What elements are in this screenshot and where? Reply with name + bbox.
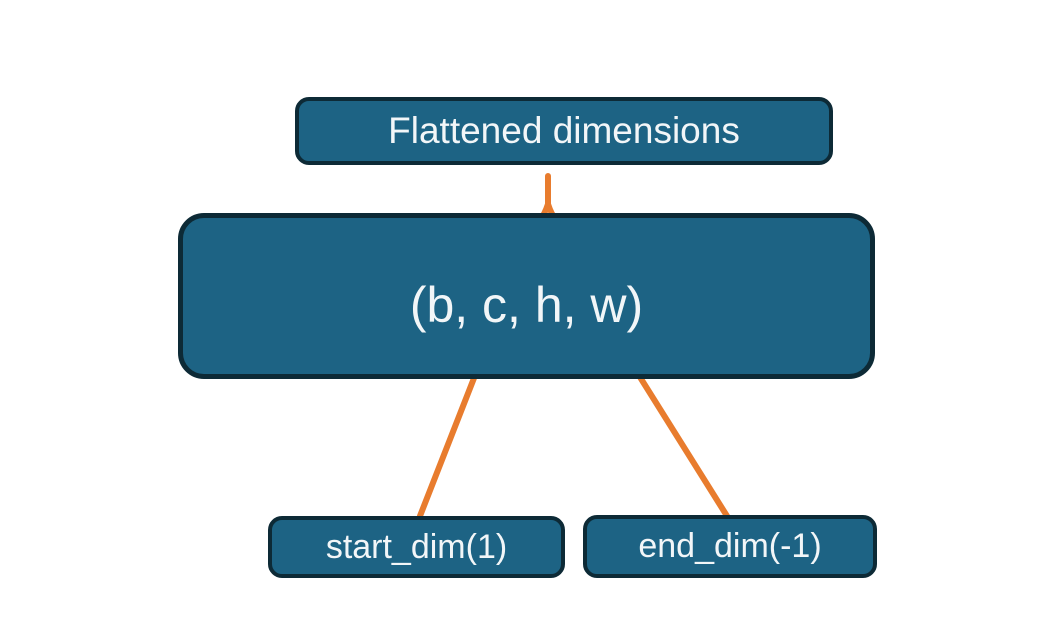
node-start-dim: start_dim(1) bbox=[268, 516, 565, 578]
node-flattened-dimensions: Flattened dimensions bbox=[295, 97, 833, 165]
tensor-shape-label: (b, c, h, w) bbox=[409, 277, 644, 333]
node-end-dim: end_dim(-1) bbox=[583, 515, 877, 578]
flattened-dimensions-label: Flattened dimensions bbox=[388, 110, 740, 151]
end-dim-label: end_dim(-1) bbox=[638, 527, 822, 565]
start-dim-label: start_dim(1) bbox=[325, 527, 508, 566]
node-tensor-shape: (b, c, h, w) bbox=[178, 213, 875, 379]
